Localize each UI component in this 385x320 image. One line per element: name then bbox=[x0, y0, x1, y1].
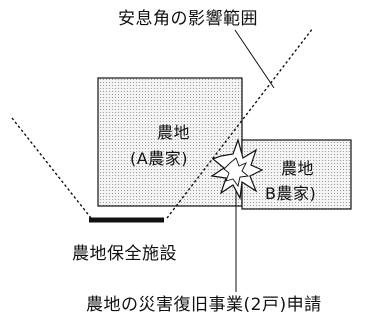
repose-line-left bbox=[11, 117, 92, 219]
application-label: 農地の災害復旧事業(2戸)申請 bbox=[86, 295, 322, 315]
farmland-a-plot bbox=[97, 77, 243, 207]
farmland-a-name: 農地 bbox=[157, 123, 191, 142]
disaster-burst-inner bbox=[223, 157, 250, 188]
conservation-facility-label: 農地保全施設 bbox=[72, 244, 177, 264]
farmland-a-owner: (A農家) bbox=[130, 149, 188, 168]
repose-leader-line bbox=[234, 29, 275, 89]
disaster-burst-icon bbox=[210, 138, 264, 200]
farmland-b-name: 農地 bbox=[281, 159, 315, 178]
repose-angle-label: 安息角の影響範囲 bbox=[118, 9, 258, 29]
farmland-b-plot bbox=[241, 139, 352, 210]
farmland-b-owner: B農家) bbox=[265, 184, 317, 203]
